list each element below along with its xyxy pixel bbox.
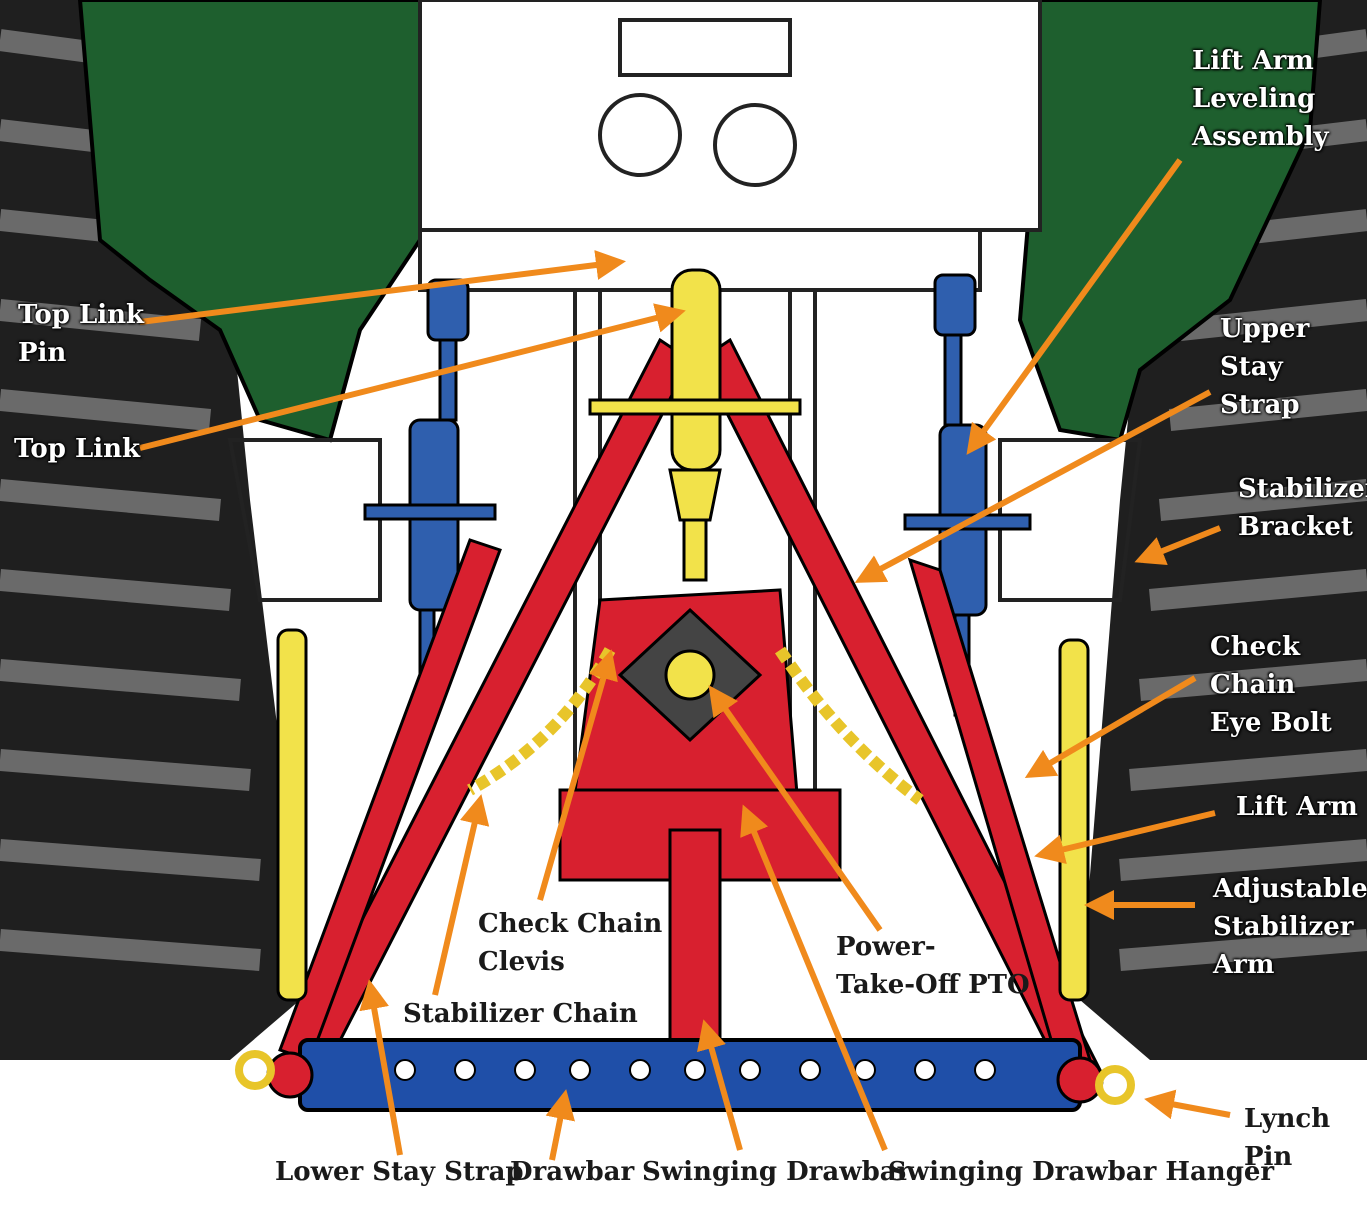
label-lift-arm: Lift Arm bbox=[1236, 792, 1358, 822]
tractor-body bbox=[227, 0, 1143, 832]
label-upper-stay-strap: Upper Stay Strap bbox=[1220, 314, 1310, 420]
arrow-lift-arm-leveling bbox=[966, 158, 1183, 455]
arrow-lower-stay-strap bbox=[359, 979, 403, 1156]
label-top-link: Top Link bbox=[14, 434, 141, 464]
drawbar bbox=[266, 1038, 1104, 1112]
label-swinging-drawbar: Swinging Drawbar bbox=[642, 1157, 911, 1187]
right-fender bbox=[1017, 0, 1323, 443]
label-lift-arm-leveling-assembly: Lift Arm Leveling Assembly bbox=[1192, 46, 1329, 152]
arrow-drawbar bbox=[545, 1089, 576, 1161]
right-stabilizer-chain bbox=[775, 646, 924, 805]
label-swinging-drawbar-hanger: Swinging Drawbar Hanger bbox=[888, 1157, 1275, 1187]
label-check-chain-clevis: Check Chain Clevis bbox=[478, 909, 663, 977]
arrow-stabilizer-bracket bbox=[1134, 525, 1222, 566]
arrow-stabilizer-chain bbox=[432, 794, 490, 996]
arrow-swinging-drawbar bbox=[697, 1019, 743, 1151]
arrow-lynch-pin bbox=[1144, 1089, 1231, 1120]
label-drawbar: Drawbar bbox=[510, 1157, 635, 1187]
left-lynch-pin bbox=[235, 1050, 275, 1090]
label-stabilizer-chain: Stabilizer Chain bbox=[403, 999, 638, 1029]
label-lynch-pin: Lynch Pin bbox=[1244, 1104, 1331, 1172]
label-adjustable-stabilizer-arm: Adjustable Stabilizer Arm bbox=[1213, 874, 1367, 980]
label-top-link-pin: Top Link Pin bbox=[18, 300, 145, 368]
label-lower-stay-strap: Lower Stay Strap bbox=[275, 1157, 524, 1187]
arrow-check-chain-eye-bolt bbox=[1024, 675, 1197, 779]
arrow-top-link-pin bbox=[139, 250, 626, 325]
arrow-swinging-drawbar-hanger bbox=[740, 804, 888, 1152]
arrow-top-link bbox=[139, 303, 686, 451]
right-lynch-pin bbox=[1095, 1065, 1135, 1105]
right-stabilizer-arm bbox=[1058, 638, 1090, 1002]
arrow-pto bbox=[708, 685, 883, 932]
left-stabilizer-arm bbox=[276, 628, 308, 1002]
arrow-upper-stay-strap bbox=[854, 389, 1212, 583]
label-pto: Power- Take-Off PTO bbox=[836, 932, 1030, 1000]
arrow-lift-arm bbox=[1034, 810, 1216, 864]
label-check-chain-eye-bolt: Check Chain Eye Bolt bbox=[1210, 632, 1332, 738]
right-lift-link bbox=[903, 273, 1032, 717]
left-lift-link bbox=[363, 278, 497, 712]
hitch-frame bbox=[278, 337, 1103, 1072]
arrow-check-chain-clevis bbox=[537, 649, 618, 901]
label-stabilizer-bracket: Stabilizer Bracket bbox=[1238, 474, 1367, 542]
